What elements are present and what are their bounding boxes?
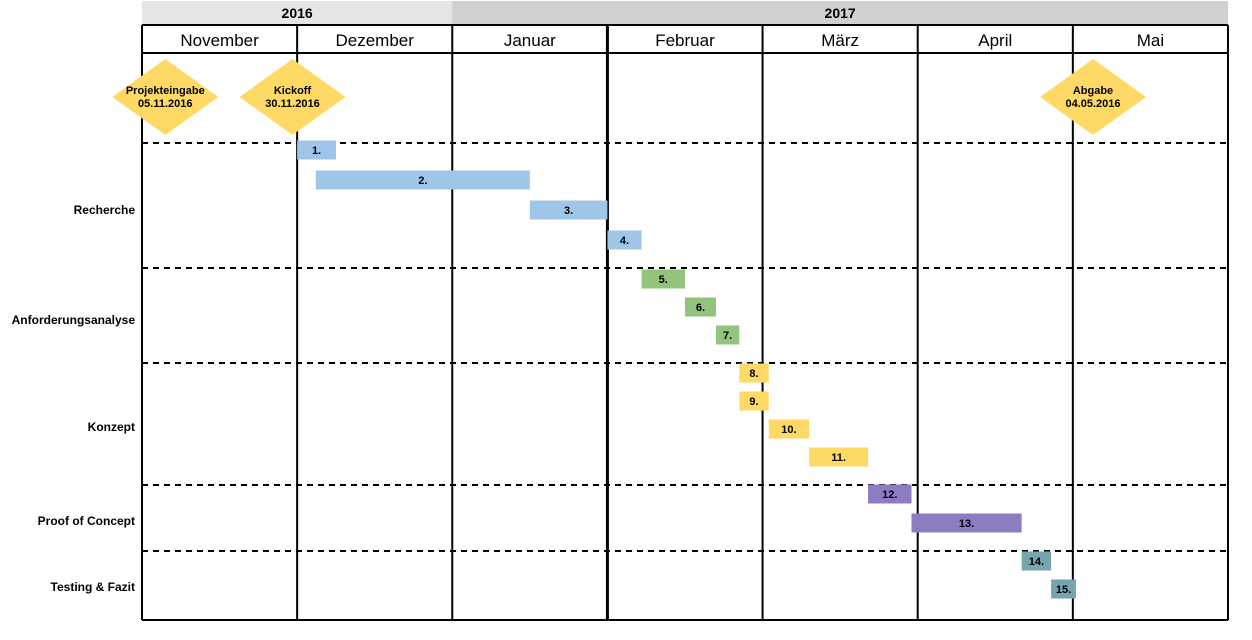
task-label: 13.: [959, 518, 974, 530]
task-label: 4.: [620, 235, 629, 247]
task-label: 10.: [781, 424, 796, 436]
milestone-title: Projekteingabe: [126, 85, 205, 97]
phase-label: Konzept: [88, 420, 135, 434]
task-bar: [716, 325, 740, 345]
task-label: 11.: [831, 452, 846, 464]
task-label: 12.: [882, 489, 897, 501]
task-label: 15.: [1056, 584, 1071, 596]
task-bar: [911, 513, 1022, 533]
month-label: November: [180, 31, 259, 50]
milestone-diamond: [112, 59, 219, 135]
task-bar: [768, 419, 810, 439]
year-label: 2016: [282, 5, 313, 21]
year-header-2016: [142, 1, 453, 25]
month-label: Dezember: [335, 31, 414, 50]
year-label: 2017: [825, 5, 856, 21]
milestone-title: Kickoff: [274, 85, 312, 97]
milestone-date: 30.11.2016: [265, 98, 319, 110]
task-bar: [1021, 551, 1052, 571]
task-bar: [809, 447, 869, 467]
month-label: Februar: [655, 31, 715, 50]
task-label: 8.: [749, 368, 758, 380]
task-bar: [607, 230, 642, 250]
task-label: 14.: [1029, 556, 1044, 568]
milestone-title: Abgabe: [1073, 85, 1113, 97]
task-label: 5.: [659, 274, 668, 286]
milestone-diamond: [239, 59, 346, 135]
milestone-date: 05.11.2016: [138, 98, 192, 110]
task-bar: [684, 297, 717, 317]
phase-label: Proof of Concept: [38, 514, 135, 528]
task-bar: [739, 363, 769, 383]
task-bar: [315, 170, 530, 190]
task-bar: [739, 391, 769, 411]
month-label: Januar: [504, 31, 556, 50]
milestone-date: 04.05.2016: [1065, 98, 1120, 110]
task-label: 3.: [564, 205, 573, 217]
task-bar: [641, 269, 685, 289]
month-label: Mai: [1137, 31, 1164, 50]
year-header-2017: [452, 1, 1228, 25]
phase-label: Testing & Fazit: [51, 580, 135, 594]
phase-label: Anforderungsanalyse: [12, 313, 136, 327]
task-label: 1.: [312, 145, 321, 157]
milestone-diamond: [1040, 59, 1147, 135]
task-label: 7.: [723, 330, 732, 342]
task-bar: [1051, 579, 1076, 599]
task-bar: [297, 140, 336, 160]
task-label: 9.: [749, 396, 758, 408]
phase-label: Recherche: [74, 203, 136, 217]
month-label: März: [821, 31, 859, 50]
month-label: April: [978, 31, 1012, 50]
task-label: 2.: [418, 175, 427, 187]
task-label: 6.: [696, 302, 705, 314]
task-bar: [529, 200, 608, 220]
task-bar: [868, 484, 912, 504]
